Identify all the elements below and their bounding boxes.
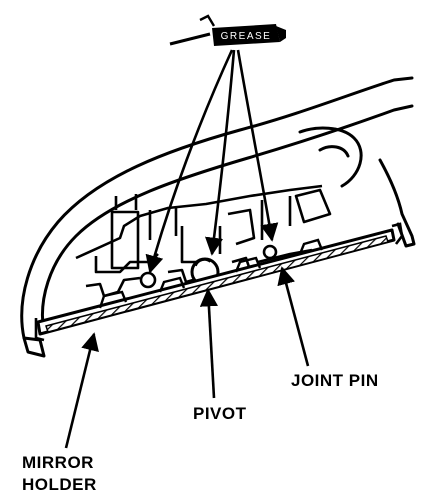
- grease-arrow-center: [205, 49, 236, 256]
- mirror-holder: [34, 222, 404, 342]
- joint-pin-label: JOINT PIN: [291, 371, 379, 390]
- pivot-label: PIVOT: [193, 404, 247, 423]
- mirror-holder-label-line2: HOLDER: [22, 475, 97, 494]
- callout-pivot: [199, 288, 218, 399]
- callout-arrows: [64, 266, 310, 449]
- grease-tube-icon: GREASE: [169, 14, 286, 46]
- callout-mirror-holder: [64, 332, 99, 449]
- callout-joint-pin: [277, 266, 310, 367]
- grease-arrow-left: [145, 49, 234, 274]
- mirror-holder-label: MIRROR HOLDER: [22, 452, 97, 496]
- grease-arrows: [145, 49, 279, 274]
- grease-label: GREASE: [221, 31, 272, 42]
- mirror-holder-label-line1: MIRROR: [22, 453, 94, 472]
- grease-arrow-right: [236, 49, 279, 242]
- mirror-housing: [20, 76, 416, 358]
